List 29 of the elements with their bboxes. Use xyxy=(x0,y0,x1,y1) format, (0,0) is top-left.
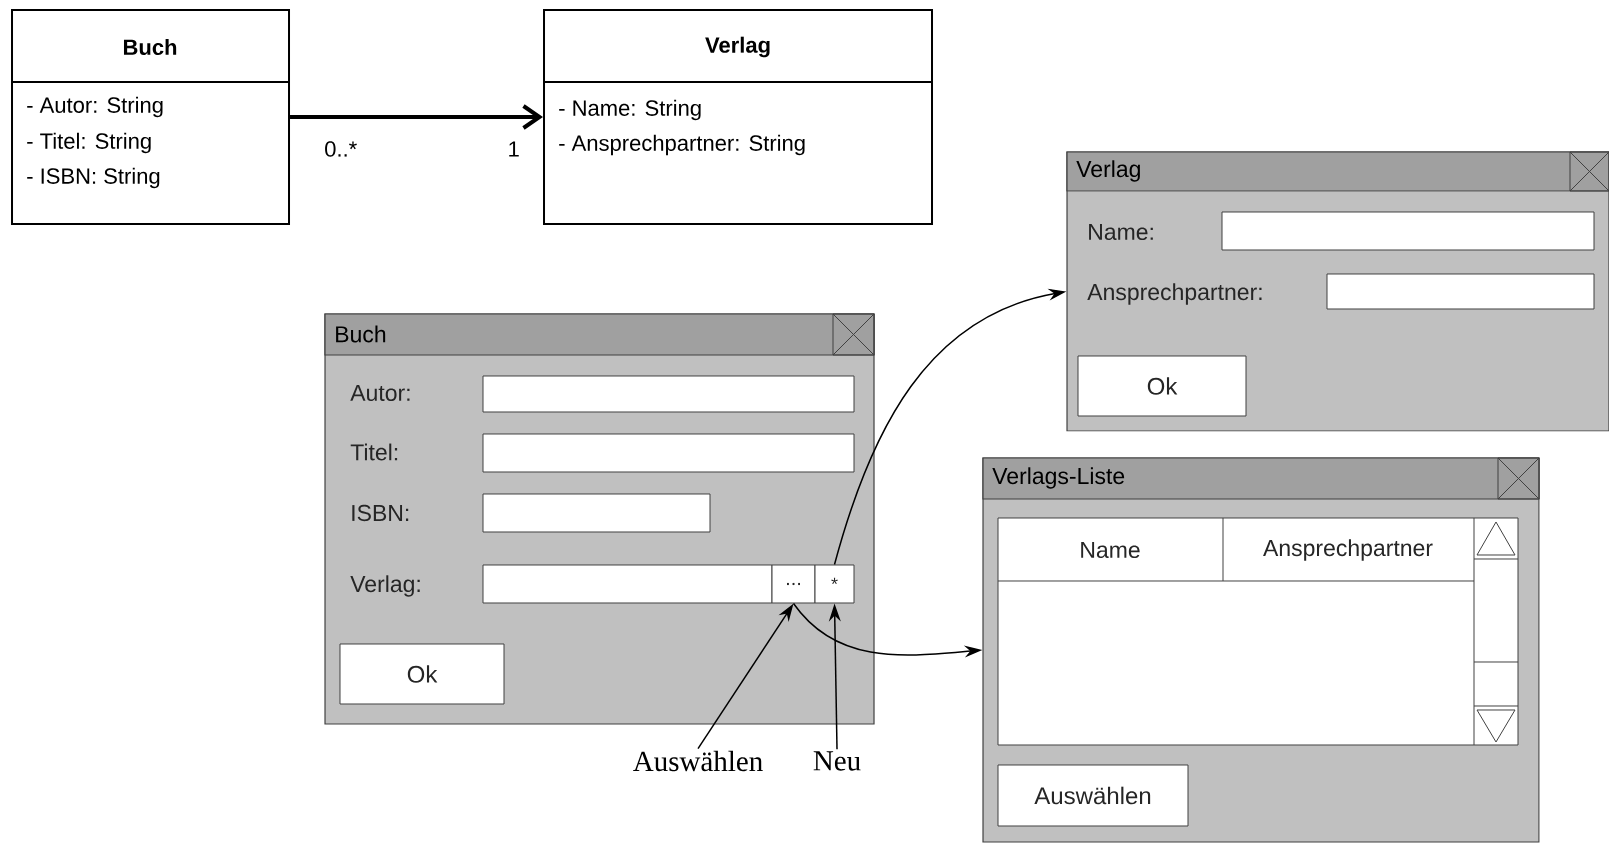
annotation-text: Neu xyxy=(813,751,861,771)
window-title: Verlag xyxy=(1076,160,1140,182)
multiplicity-label: 1 xyxy=(509,141,519,157)
input-field xyxy=(1221,211,1595,251)
input-field xyxy=(1326,273,1595,310)
window-title: Buch xyxy=(336,325,386,343)
button: Ok xyxy=(1077,355,1247,417)
annotation-text: Auswählen xyxy=(633,750,763,772)
field-label: Autor: xyxy=(350,384,410,401)
button: * xyxy=(814,564,855,604)
field-label: Name: xyxy=(1089,223,1153,240)
window-title: Verlags-Liste xyxy=(992,467,1125,489)
node-label: Name xyxy=(1081,541,1140,559)
table-box: Name Ansprechpartner xyxy=(997,517,1519,746)
button: Ok xyxy=(339,643,505,705)
field-label: Titel: xyxy=(350,443,398,461)
input-field xyxy=(482,433,855,473)
class-box: Buch - Autor: String - Titel: String - ISBN: String xyxy=(11,9,290,225)
input-field xyxy=(482,375,855,413)
button: Auswählen xyxy=(997,764,1189,827)
class-box: Verlag - Name: String - Ansprechpartner: String xyxy=(543,9,933,225)
field-label: Ansprechpartner: xyxy=(1087,283,1262,305)
arrow xyxy=(290,104,543,130)
input-field xyxy=(482,493,711,533)
field-label: Verlag: xyxy=(350,575,420,597)
node-label: Ansprechpartner xyxy=(1263,539,1433,561)
multiplicity-label: 0..* xyxy=(325,141,357,157)
field-label: ISBN: xyxy=(352,504,409,522)
button: ... xyxy=(771,564,816,604)
